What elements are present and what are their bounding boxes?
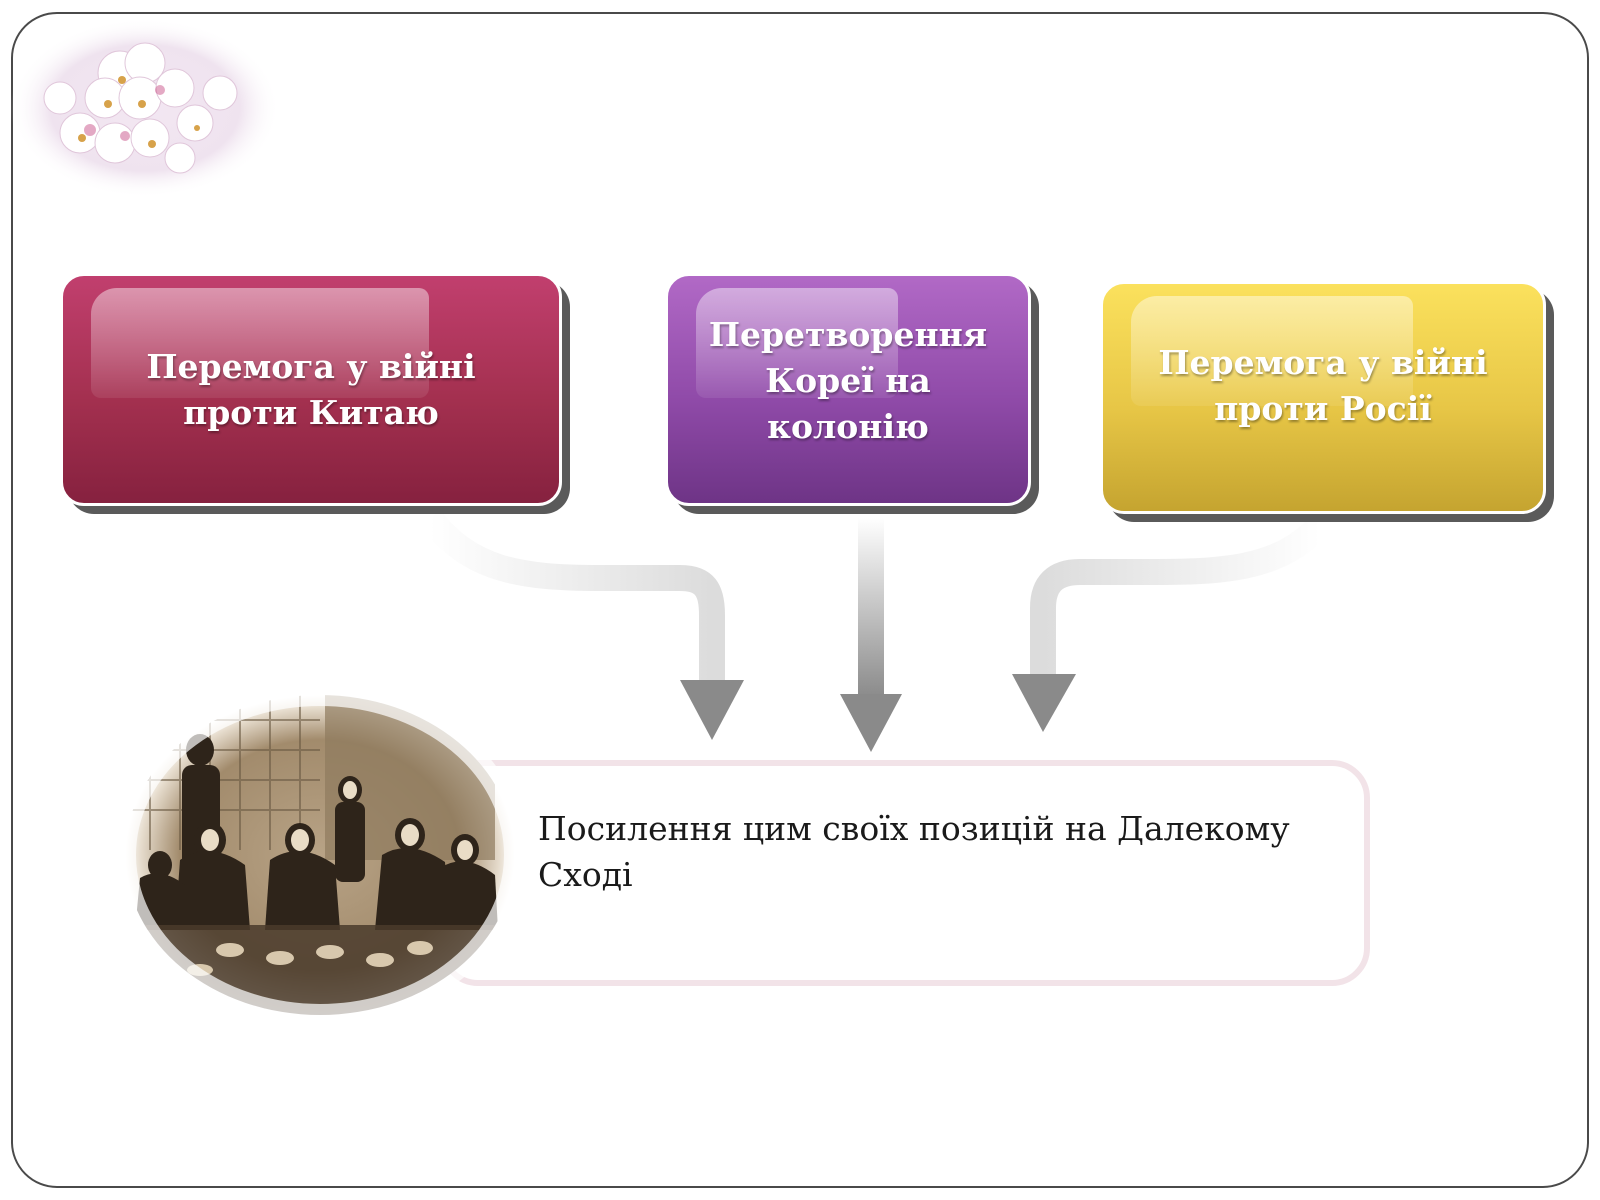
box-korea-colony: Перетворення Кореї на колонію: [665, 273, 1031, 506]
arrow-left: [419, 509, 725, 680]
cherry-blossom-image: [10, 18, 280, 198]
arrow-right: [1030, 516, 1330, 680]
result-line1: Посилення цим своїх позицій на Далекому: [538, 809, 1290, 848]
box-china-line1: Перемога у війні: [146, 346, 476, 386]
arrow-center: [858, 518, 884, 698]
box-victory-china: Перемога у війні проти Китаю: [60, 273, 562, 506]
box-korea-line2: Кореї на: [765, 361, 931, 400]
historical-photo: [120, 690, 520, 1020]
box-china-line2: проти Китаю: [183, 392, 439, 432]
result-text: Посилення цим своїх позицій на Далекому …: [538, 806, 1338, 898]
box-victory-russia: Перемога у війні проти Росії: [1100, 281, 1546, 514]
box-russia-line2: проти Росії: [1214, 389, 1432, 428]
box-korea-line1: Перетворення: [708, 315, 988, 354]
result-line2: Сході: [538, 855, 633, 894]
box-korea-line3: колонію: [767, 407, 929, 446]
box-russia-line1: Перемога у війні: [1158, 343, 1488, 382]
